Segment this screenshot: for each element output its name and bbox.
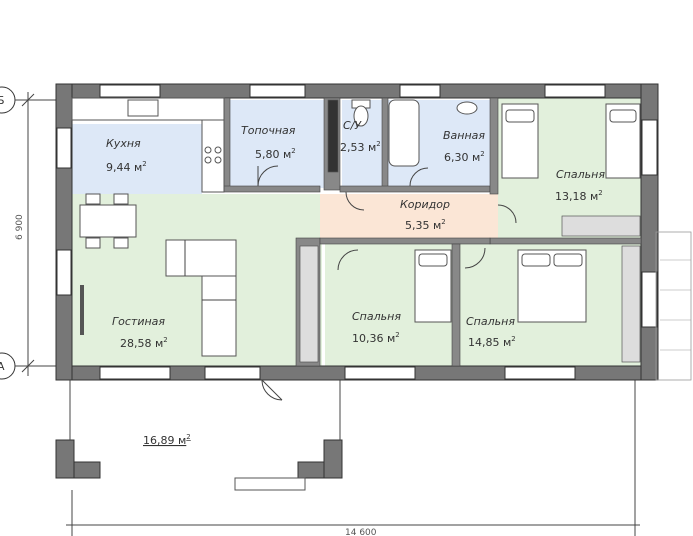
axis-marker-top: Б	[0, 86, 62, 114]
room-fill-corridor	[320, 194, 498, 238]
outer-walls	[55, 83, 659, 381]
tv-stand	[80, 285, 84, 335]
room-label-corridor: Коридор 5,35 м2	[400, 198, 450, 232]
axis-label-top: Б	[0, 94, 5, 107]
svg-text:Топочная: Топочная	[241, 124, 296, 137]
svg-text:Гостиная: Гостиная	[112, 315, 165, 328]
svg-text:Спальня: Спальня	[556, 168, 605, 181]
room-fill-boiler	[230, 100, 325, 188]
beds	[414, 103, 641, 323]
svg-text:Коридор: Коридор	[400, 198, 450, 211]
svg-text:9,44 м2: 9,44 м2	[106, 160, 147, 174]
room-label-bathroom: Ванная 6,30 м2	[443, 129, 485, 164]
sofa	[165, 239, 237, 357]
svg-text:6,30 м2: 6,30 м2	[444, 150, 485, 164]
svg-text:Спальня: Спальня	[466, 315, 515, 328]
dimension-horizontal: 14 600	[66, 360, 640, 536]
room-fill-kitchen	[72, 124, 202, 194]
room-label-living: Гостиная 28,58 м2	[112, 315, 168, 350]
svg-text:Ванная: Ванная	[443, 129, 485, 142]
room-label-wc: С/У 2,53 м2	[340, 119, 381, 154]
wardrobes	[299, 99, 641, 363]
svg-text:28,58 м2: 28,58 м2	[120, 336, 168, 350]
svg-text:16,89 м2: 16,89 м2	[143, 433, 191, 447]
room-label-boiler: Топочная 5,80 м2	[241, 124, 296, 161]
terrace	[55, 231, 692, 491]
dimension-height-label: 6 900	[15, 214, 25, 240]
svg-text:14,85 м2: 14,85 м2	[468, 335, 516, 349]
svg-text:С/У: С/У	[343, 119, 362, 132]
svg-text:13,18 м2: 13,18 м2	[555, 189, 603, 203]
axis-label-bottom: А	[0, 360, 5, 373]
bath-fixtures	[351, 99, 478, 167]
dimension-width-label: 14 600	[345, 528, 377, 536]
svg-text:5,80 м2: 5,80 м2	[255, 147, 296, 161]
svg-text:5,35 м2: 5,35 м2	[405, 218, 446, 232]
svg-text:10,36 м2: 10,36 м2	[352, 331, 400, 345]
svg-text:2,53 м2: 2,53 м2	[340, 140, 381, 154]
svg-text:Спальня: Спальня	[352, 310, 401, 323]
room-label-bedroom-3: Спальня 14,85 м2	[466, 315, 516, 349]
kitchen-counter	[71, 97, 225, 193]
room-label-terrace: 16,89 м2	[143, 433, 191, 447]
room-label-kitchen: Кухня 9,44 м2	[106, 137, 147, 174]
room-label-bedroom-2: Спальня 10,36 м2	[352, 310, 401, 345]
dining-table	[79, 193, 137, 249]
dimension-vertical: 6 900	[15, 92, 35, 376]
axis-marker-bottom: А	[0, 352, 62, 380]
doors	[257, 165, 517, 401]
svg-text:Кухня: Кухня	[106, 137, 141, 150]
room-label-bedroom-1: Спальня 13,18 м2	[555, 168, 605, 203]
